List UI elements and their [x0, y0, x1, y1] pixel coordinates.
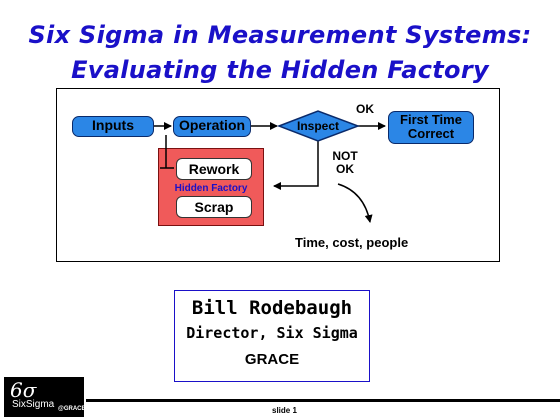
logo-subtext: @GRACE	[58, 406, 86, 412]
operation-box: Operation	[173, 116, 251, 137]
arrow-not-ok-rework-loop	[273, 139, 319, 190]
presenter-box: Bill Rodebaugh Director, Six Sigma GRACE	[174, 290, 370, 382]
ok-label: OK	[356, 102, 374, 116]
scrap-box: Scrap	[176, 196, 252, 218]
not-ok-label: NOT OK	[328, 150, 362, 176]
rework-box: Rework	[176, 158, 252, 180]
time-cost-people-label: Time, cost, people	[295, 235, 409, 250]
presenter-company: GRACE	[244, 351, 300, 368]
slide-number: slide 1	[272, 406, 297, 415]
hidden-factory-label: Hidden Factory	[174, 183, 248, 194]
title-line-2: Evaluating the Hidden Factory	[71, 56, 489, 84]
not-ok-line-1: NOT	[332, 149, 358, 163]
inspect-label: Inspect	[296, 119, 339, 133]
arrow-to-time-cost	[337, 183, 373, 223]
first-time-correct-line-1: First Time	[400, 112, 462, 127]
six-sigma-grace-logo: 6σ SixSigma @GRACE	[4, 377, 86, 417]
title-line-1: Six Sigma in Measurement Systems:	[28, 21, 532, 49]
footer-rule	[86, 399, 560, 402]
presenter-role: Director, Six Sigma	[186, 324, 358, 342]
not-ok-line-2: OK	[336, 162, 354, 176]
sigma-mark-icon: 6σ	[10, 378, 37, 402]
first-time-correct-box: First Time Correct	[388, 111, 474, 144]
first-time-correct-line-2: Correct	[407, 126, 455, 141]
logo-text: SixSigma	[12, 399, 55, 410]
inspect-diamond	[276, 110, 361, 142]
process-diagram-frame	[56, 88, 500, 262]
inputs-box: Inputs	[72, 116, 154, 137]
presenter-name: Bill Rodebaugh	[191, 297, 353, 319]
